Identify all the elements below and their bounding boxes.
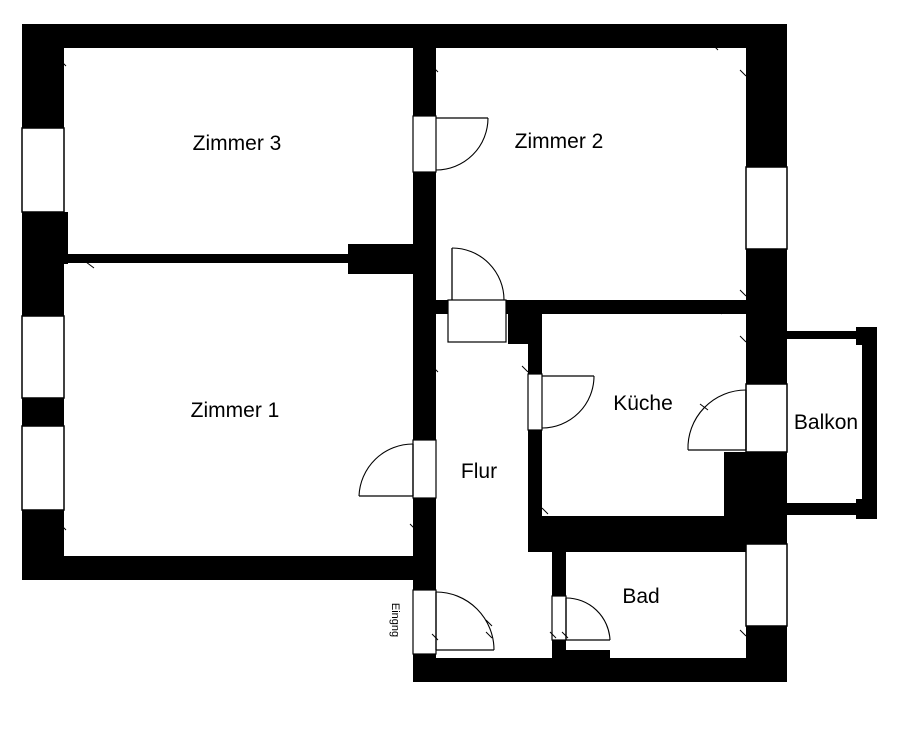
balcony-rail-right <box>862 328 877 516</box>
label-flur: Flur <box>461 460 497 483</box>
window-zimmer2 <box>745 166 788 250</box>
balcony-post-top <box>856 327 877 345</box>
label-bad: Bad <box>622 585 659 608</box>
wall-outer-top <box>22 24 787 48</box>
wall-z3-z1 <box>22 254 436 263</box>
label-zimmer3: Zimmer 3 <box>193 132 282 155</box>
label-kueche: Küche <box>613 392 673 415</box>
window-zimmer3 <box>21 127 65 213</box>
door-bad <box>565 597 611 641</box>
wall-bad-bottom-piece <box>566 650 610 660</box>
wall-kueche-right-pier <box>724 452 787 526</box>
label-eingang: Eingng <box>389 603 401 637</box>
dimension-ticks <box>59 43 747 641</box>
window-bad <box>745 543 788 627</box>
label-zimmer1: Zimmer 1 <box>191 399 280 422</box>
window-zimmer1-upper <box>21 315 65 399</box>
label-balkon: Balkon <box>794 411 858 434</box>
door-zimmer2 <box>435 117 489 171</box>
door-eingang <box>435 591 495 651</box>
door-kueche <box>541 375 595 429</box>
door-balkon-opening <box>745 383 788 453</box>
wall-outer-bottom-right <box>413 658 787 682</box>
door-zimmer1 <box>358 443 414 497</box>
balcony-rail-bottom <box>787 503 877 515</box>
door-balkon <box>687 389 747 451</box>
wall-z3-z1-pier <box>348 244 436 274</box>
windows <box>21 115 788 655</box>
wall-outer-bottom-left <box>22 556 436 580</box>
wall-left-pier <box>22 212 68 264</box>
window-zimmer1-lower <box>21 425 65 511</box>
balcony-post-bottom <box>856 499 877 519</box>
label-zimmer2: Zimmer 2 <box>515 130 604 153</box>
room-labels: Zimmer 3 Zimmer 2 Zimmer 1 Flur Küche Ba… <box>191 130 858 637</box>
door-flur-zimmer2 <box>451 247 505 301</box>
balcony-rail-top <box>787 331 877 339</box>
